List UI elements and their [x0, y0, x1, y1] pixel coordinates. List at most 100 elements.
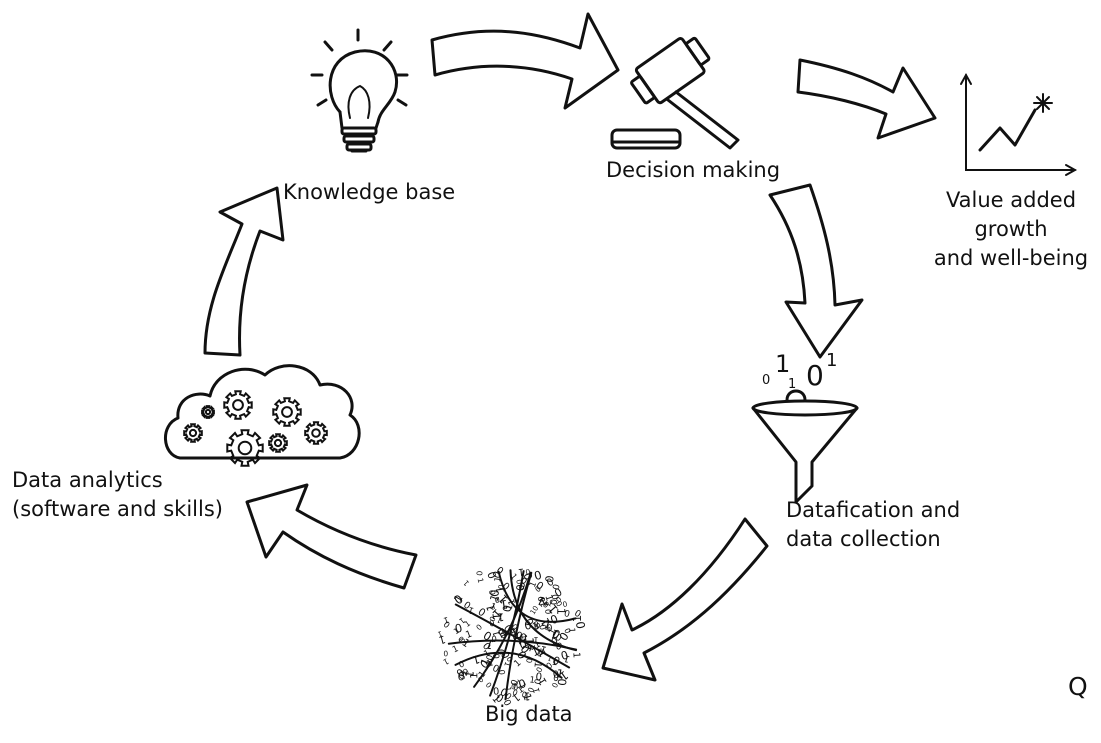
- binary-glyph: 0: [443, 649, 448, 658]
- cloud-gears-icon: [164, 364, 361, 467]
- binary-glyph: 1: [533, 640, 543, 651]
- binary-glyph: 1: [539, 599, 551, 608]
- binary-glyph: 0: [503, 691, 514, 702]
- lightbulb-icon: [310, 28, 409, 153]
- binary-glyph: 1: [461, 578, 471, 588]
- binary-glyph: 0: [563, 626, 573, 634]
- binary-glyph: 0: [498, 686, 509, 700]
- binary-glyph: 0: [476, 607, 487, 620]
- binary-glyph: 0: [523, 619, 532, 633]
- binary-glyph: 1: [540, 643, 548, 655]
- binary-glyph: 0: [559, 648, 570, 663]
- binary-glyph: 0: [457, 638, 466, 643]
- binary-glyph: 0: [552, 583, 563, 591]
- node-label-decision-making: Decision making: [606, 158, 781, 182]
- arrow-datafication-to-bigdata: [601, 517, 769, 682]
- gear-icon: [183, 423, 203, 443]
- binary-glyph: 0: [513, 682, 519, 692]
- binary-glyph: 1: [528, 580, 539, 589]
- gear-hub: [311, 428, 321, 438]
- arrow-analytics-to-knowledge: [203, 186, 285, 357]
- gear-icon: [201, 405, 215, 419]
- binary-glyph: 0: [533, 584, 542, 594]
- binary-glyph: 1: [562, 652, 571, 664]
- node-label-big-data: Big data: [485, 702, 573, 726]
- binary-glyph: 0: [496, 584, 506, 590]
- binary-glyph: 0: [511, 687, 519, 697]
- bit-label: 0: [762, 373, 770, 388]
- gear-hub: [204, 408, 212, 416]
- binary-glyph: 1: [502, 661, 512, 668]
- label-line: Datafication and: [786, 498, 961, 522]
- binary-glyph: 1: [488, 602, 498, 613]
- binary-glyph: 0: [489, 569, 502, 580]
- binary-glyph: 0: [461, 666, 471, 677]
- binary-glyph: 0: [494, 596, 500, 605]
- binary-glyph: 1: [463, 670, 477, 678]
- binary-glyph: 0: [561, 599, 568, 609]
- binary-glyph: 0: [554, 630, 564, 642]
- binary-glyph: 0: [517, 676, 528, 692]
- binary-glyph: 1: [493, 585, 508, 594]
- binary-glyph: 1: [567, 627, 577, 633]
- binary-glyph: 0: [504, 655, 514, 663]
- binary-glyph: 1: [513, 658, 524, 669]
- binary-glyph: 1: [471, 652, 481, 666]
- binary-glyph: 0: [572, 609, 582, 621]
- binary-glyph: 0: [514, 579, 524, 585]
- binary-glyph: 1: [542, 593, 554, 602]
- binary-glyph: 0: [510, 682, 516, 692]
- binary-glyph: 1: [570, 652, 581, 659]
- binary-glyph: 0: [501, 579, 513, 591]
- binary-glyph: 1: [489, 612, 504, 621]
- binary-glyph: 1: [555, 667, 564, 681]
- binary-glyph: 1: [457, 616, 467, 626]
- binary-glyph: 0: [501, 623, 514, 635]
- gear-hub: [188, 428, 198, 438]
- gear-hub: [232, 399, 244, 411]
- binary-glyph: 1: [546, 653, 554, 663]
- binary-glyph: 0: [501, 698, 514, 708]
- binary-glyph: 1: [487, 593, 502, 604]
- binary-glyph: 0: [457, 672, 467, 681]
- binary-glyph: 1: [524, 690, 531, 702]
- bit-label: 1: [788, 377, 796, 392]
- binary-swirl: [497, 570, 577, 623]
- gear-hub: [273, 438, 283, 448]
- binary-glyph: 0: [550, 681, 560, 690]
- binary-glyph: 1: [492, 576, 503, 583]
- binary-glyph: 0: [474, 622, 484, 632]
- binary-glyph: 1: [522, 637, 536, 645]
- binary-glyph: 1: [451, 644, 460, 655]
- label-line: Value added: [945, 188, 1077, 212]
- label-line: and well-being: [933, 246, 1089, 270]
- binary-glyph: 0: [545, 577, 556, 590]
- binary-swirl: [454, 603, 571, 669]
- binary-glyph: 1: [547, 627, 558, 637]
- binary-glyph: 1: [554, 608, 567, 615]
- label-line: data collection: [786, 527, 941, 551]
- binary-glyph: 1: [507, 598, 518, 606]
- binary-glyph: 1: [452, 593, 466, 605]
- binary-glyph: 0: [553, 674, 560, 685]
- binary-glyph: 0: [551, 593, 561, 600]
- binary-glyph: 0: [541, 599, 551, 610]
- gavel-icon: [610, 36, 740, 150]
- gear-hub: [281, 406, 293, 418]
- binary-glyph: 0: [543, 575, 557, 583]
- binary-glyph: 1: [533, 634, 539, 644]
- binary-glyph: 1: [529, 608, 538, 616]
- arrow-decision-to-datafication: [768, 183, 864, 359]
- node-label-datafication: Datafication and data collection: [786, 496, 960, 554]
- binary-glyph: 0: [482, 640, 495, 652]
- binary-glyph: 0: [554, 600, 564, 609]
- binary-glyph: 1: [512, 678, 522, 688]
- gear-icon: [304, 421, 328, 445]
- binary-glyph: 0: [508, 627, 518, 635]
- binary-glyph: 0: [497, 669, 507, 675]
- gear-icon: [226, 429, 264, 467]
- binary-glyph: 0: [524, 567, 531, 577]
- binary-glyph: 0: [535, 669, 543, 682]
- binary-glyph: 1: [510, 691, 522, 704]
- binary-glyph: 0: [548, 611, 559, 626]
